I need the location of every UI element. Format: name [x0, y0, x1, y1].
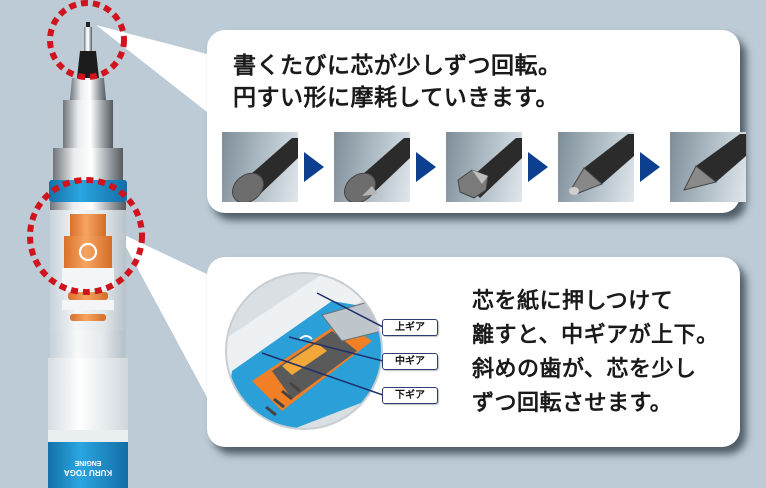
gear-leader-lines — [261, 292, 384, 396]
description-line-3: 斜めの歯が、芯を少し — [472, 357, 697, 382]
label-lower-gear: 下ギア — [382, 387, 438, 404]
highlight-circle-tip — [47, 0, 127, 80]
pencil-illustration: KURU TOGA ENGINE — [27, 0, 145, 488]
brand-text-kurutoga: KURU TOGA — [64, 468, 113, 477]
arrow-right-icon — [304, 152, 324, 182]
lead-cone-2-icon — [670, 132, 746, 202]
lead-worn-1-icon — [334, 132, 410, 202]
lead-flat-icon — [222, 132, 298, 202]
headline-line-1: 書くたびに芯が少しずつ回転。 — [233, 53, 562, 79]
panel-gear-mechanism: 上ギア 中ギア 下ギア 芯を紙に押しつけて 離すと、中ギアが上下。 斜めの歯が、… — [207, 257, 740, 447]
headline: 書くたびに芯が少しずつ回転。 円すい形に摩耗していきます。 — [233, 50, 562, 114]
mechanism-description: 芯を紙に押しつけて 離すと、中ギアが上下。 斜めの歯が、芯を少し ずつ回転させま… — [472, 285, 719, 421]
gear-cutaway-illustration — [225, 272, 383, 430]
headline-line-2: 円すい形に摩耗していきます。 — [233, 85, 560, 111]
lead-worn-2-icon — [446, 132, 522, 202]
description-line-2: 離すと、中ギアが上下。 — [472, 323, 719, 348]
description-line-1: 芯を紙に押しつけて — [472, 289, 674, 314]
panel-lead-wear: 書くたびに芯が少しずつ回転。 円すい形に摩耗していきます。 — [207, 30, 746, 213]
arrow-right-icon — [640, 152, 660, 182]
arrow-right-icon — [528, 152, 548, 182]
brand-text-engine: ENGINE — [74, 459, 101, 466]
highlight-circle-engine — [27, 177, 145, 295]
kurutoga-logo-icon — [78, 242, 98, 262]
arrow-right-icon — [416, 152, 436, 182]
lead-wear-sequence — [222, 132, 746, 202]
label-middle-gear: 中ギア — [382, 353, 438, 370]
description-line-4: ずつ回転させます。 — [472, 391, 673, 416]
label-upper-gear: 上ギア — [382, 319, 438, 336]
lead-cone-1-icon — [558, 132, 634, 202]
